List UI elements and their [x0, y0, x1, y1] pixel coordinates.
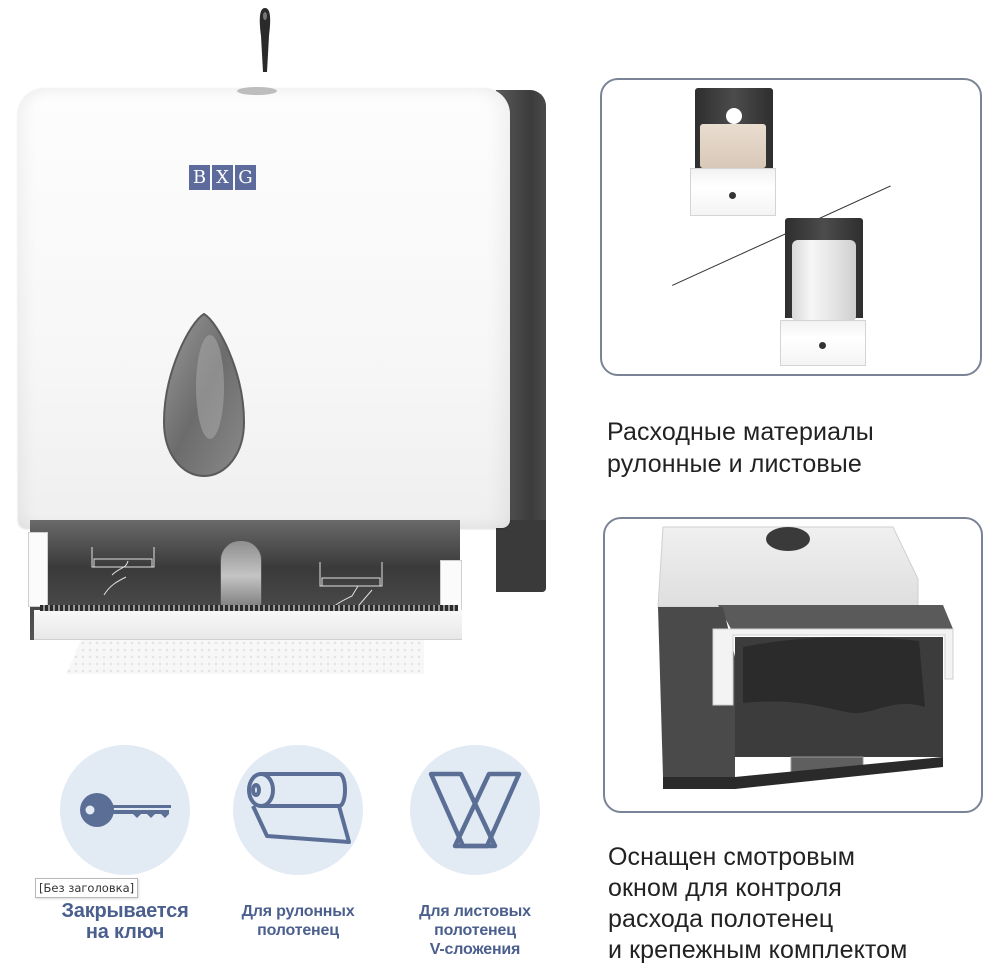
pull-instruction-icon [91, 547, 155, 596]
v-fold-icon [428, 771, 522, 849]
feature-label: Для листовых полотенец V-сложения [419, 903, 531, 958]
consumables-caption: Расходные материалы рулонные и листовые [607, 418, 874, 478]
main-dispenser-image: B X G [0, 0, 560, 700]
feature-label: Закрывается на ключ [61, 900, 189, 943]
paper-roll-icon [247, 772, 351, 844]
logo-letter: B [189, 165, 210, 190]
feature-icon-circle [233, 745, 363, 875]
feature-v-fold-towels: Для листовых полотенец V-сложения [390, 745, 560, 959]
dispenser-base-right [496, 520, 546, 592]
viewing-window-caption: Оснащен смотровым окном для контроля рас… [608, 843, 908, 964]
dispensing-lever [220, 540, 262, 612]
feature-icon-circle [60, 745, 190, 875]
key-icon [80, 793, 171, 827]
logo-letter: G [235, 165, 256, 190]
keyhole [237, 87, 277, 95]
serrated-edge [40, 605, 458, 611]
dispenser-mount-image [657, 526, 954, 789]
open-dispenser-roll [780, 218, 890, 368]
dispenser-front-cover [18, 88, 510, 528]
slot-left-guard [28, 532, 48, 607]
viewing-window [162, 312, 246, 478]
logo-letter: X [212, 165, 233, 190]
feature-lock: Закрывается на ключ [40, 745, 210, 943]
brand-logo: B X G [189, 165, 256, 190]
feature-icon-circle [410, 745, 540, 875]
key-handle-icon [259, 8, 271, 72]
feature-roll-towels: Для рулонных полотенец [213, 745, 383, 940]
feature-label: Для рулонных полотенец [241, 903, 355, 939]
viewing-window-card [603, 517, 983, 813]
open-dispenser-sheets [690, 88, 800, 218]
tooltip: [Без заголовка] [35, 878, 139, 898]
tear-bar [34, 610, 462, 640]
